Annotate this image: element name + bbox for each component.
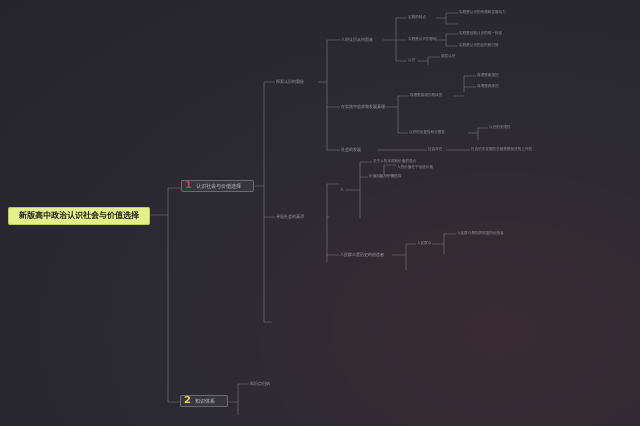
topic-node[interactable]: 认识	[408, 58, 416, 62]
branch-label-2: 知识体系	[195, 399, 216, 405]
topic-node[interactable]: 在实践中追求和发展真理	[341, 104, 385, 109]
topic-node[interactable]: 认识的反复性和无限性	[409, 130, 445, 134]
topic-node[interactable]: 价值判断与价值选择	[369, 174, 402, 178]
topic-node[interactable]: 感性认识	[441, 54, 456, 58]
topic-node[interactable]: 实践是认识的目的和归宿	[459, 43, 499, 47]
root-topic[interactable]: 新版高中政治认识社会与价值选择	[8, 207, 150, 225]
topic-node[interactable]: 认识的无限性	[489, 125, 511, 129]
branch-number-1: 1	[185, 180, 192, 191]
topic-node[interactable]: 知识点归纳	[250, 381, 270, 386]
topic-node[interactable]: 实践是认识的基础	[408, 37, 437, 41]
topic-node[interactable]: 社会历史发展的总趋势是前进的上升的	[471, 147, 533, 151]
topic-node[interactable]: 人民群众是历史的创造者	[340, 252, 384, 257]
branch-number-2: 2	[184, 395, 191, 406]
topic-node[interactable]: 人的认识从何而来	[341, 37, 373, 42]
topic-node[interactable]: 探索认识的奥秘	[276, 79, 304, 84]
topic-node[interactable]: 关于人的本质和价值的观点	[373, 159, 417, 163]
topic-node[interactable]: 实践是认识的来源和发展动力	[459, 10, 506, 14]
topic-node[interactable]: 真理是具体的	[477, 84, 499, 88]
topic-node[interactable]: 社会的发展	[341, 147, 361, 152]
topic-node[interactable]: 人	[340, 187, 344, 192]
topic-node[interactable]: 人的价值在于创造价值	[397, 165, 433, 169]
topic-node[interactable]: 实践是检验认识的唯一标准	[459, 31, 503, 35]
topic-node[interactable]: 社会存在	[428, 147, 443, 151]
branch-topic-1[interactable]: 1 认识社会与价值选择	[181, 180, 254, 192]
topic-node[interactable]: 人民群众是物质财富的创造者	[457, 231, 504, 235]
topic-node[interactable]: 寻觅社会的真谛	[276, 214, 304, 219]
topic-node[interactable]: 真理是客观的具体的	[410, 93, 443, 97]
topic-node[interactable]: 实践的特点	[408, 15, 426, 19]
topic-node[interactable]: 人民群众	[417, 241, 432, 245]
branch-topic-2[interactable]: 2 知识体系	[180, 395, 228, 407]
branch-label-1: 认识社会与价值选择	[196, 184, 242, 190]
topic-node[interactable]: 真理是客观的	[477, 73, 499, 77]
